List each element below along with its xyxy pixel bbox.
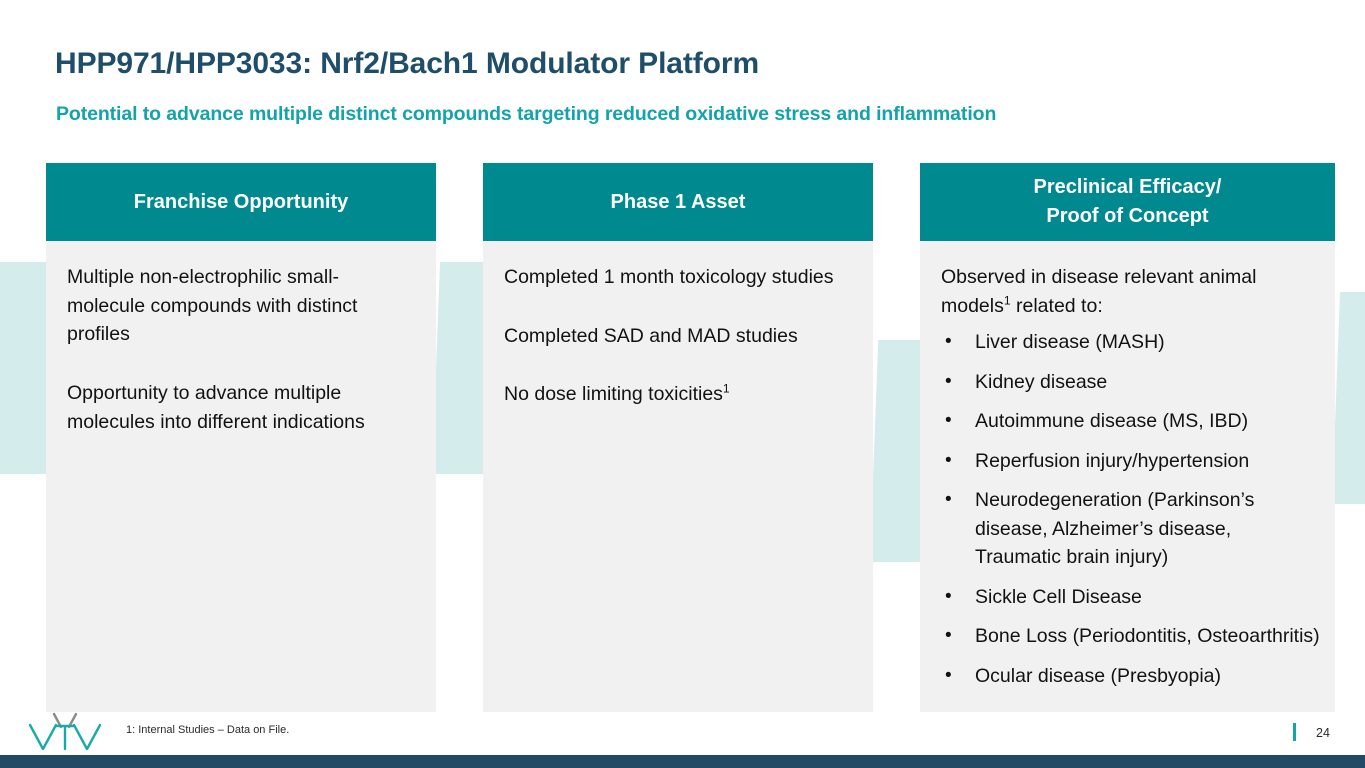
page-number-separator bbox=[1293, 723, 1296, 741]
slide-title: HPP971/HPP3033: Nrf2/Bach1 Modulator Pla… bbox=[55, 47, 760, 80]
intro-paragraph: Observed in disease relevant animal mode… bbox=[941, 263, 1321, 320]
list-item-label: Reperfusion injury/hypertension bbox=[975, 449, 1250, 472]
card-header-franchise-opportunity: Franchise Opportunity bbox=[46, 163, 436, 241]
card-header-phase-1-asset: Phase 1 Asset bbox=[483, 163, 873, 241]
bullet-icon: • bbox=[945, 664, 952, 686]
paragraph: Completed SAD and MAD studies bbox=[504, 324, 798, 347]
intro-text: Observed in disease relevant animal mode… bbox=[941, 266, 1257, 317]
card-header-line-1: Preclinical Efficacy/ bbox=[1033, 176, 1222, 198]
bullet-icon: • bbox=[945, 585, 952, 607]
card-header-line-2: Proof of Concept bbox=[1046, 205, 1209, 227]
vtv-logo-icon bbox=[28, 712, 108, 754]
card-phase-1-asset: Phase 1 Asset Completed 1 month toxicolo… bbox=[483, 163, 873, 712]
list-item: • Ocular disease (Presbyopia) bbox=[941, 662, 1321, 690]
list-item-label: Autoimmune disease (MS, IBD) bbox=[975, 410, 1249, 433]
card-preclinical-efficacy: Preclinical Efficacy/ Proof of Concept O… bbox=[920, 163, 1335, 712]
paragraph: Opportunity to advance multiple molecule… bbox=[67, 381, 365, 433]
list-item: • Neurodegeneration (Parkinson’s disease,… bbox=[941, 486, 1321, 571]
page-number: 24 bbox=[1316, 726, 1330, 740]
footnote-text: 1: Internal Studies – Data on File. bbox=[126, 724, 290, 736]
card-body-phase-1-asset: Completed 1 month toxicology studies Com… bbox=[483, 241, 873, 712]
paragraph: No dose limiting toxicities1 bbox=[504, 380, 852, 409]
list-item-label: Neurodegeneration (Parkinson’s disease, … bbox=[975, 489, 1255, 569]
list-item-label: Liver disease (MASH) bbox=[975, 331, 1165, 354]
bullet-icon: • bbox=[945, 331, 952, 353]
footnote-marker: 1 bbox=[1003, 293, 1011, 308]
card-header-preclinical-efficacy: Preclinical Efficacy/ Proof of Concept bbox=[920, 163, 1335, 241]
list-item-label: Ocular disease (Presbyopia) bbox=[975, 664, 1222, 687]
decorative-wave-right bbox=[1331, 292, 1365, 504]
paragraph: Completed 1 month toxicology studies bbox=[504, 266, 834, 288]
list-item: • Bone Loss (Periodontitis, Osteoarthriti… bbox=[941, 622, 1321, 650]
list-item: • Reperfusion injury/hypertension bbox=[941, 447, 1321, 475]
disease-bullet-list: • Liver disease (MASH) • Kidney disease • A… bbox=[941, 328, 1321, 690]
list-item: • Autoimmune disease (MS, IBD) bbox=[941, 407, 1321, 435]
bullet-icon: • bbox=[945, 370, 952, 392]
paragraph-text: No dose limiting toxicities bbox=[504, 383, 723, 406]
bullet-icon: • bbox=[945, 449, 952, 471]
paragraph: Multiple non-electrophilic small-molecul… bbox=[67, 266, 358, 346]
intro-text-tail: related to: bbox=[1010, 294, 1103, 317]
card-body-preclinical-efficacy: Observed in disease relevant animal mode… bbox=[920, 241, 1335, 712]
bullet-icon: • bbox=[945, 410, 952, 432]
card-franchise-opportunity: Franchise Opportunity Multiple non-elect… bbox=[46, 163, 436, 712]
list-item: • Sickle Cell Disease bbox=[941, 583, 1321, 611]
bullet-icon: • bbox=[945, 625, 952, 647]
footnote-marker: 1 bbox=[722, 381, 730, 396]
card-body-franchise-opportunity: Multiple non-electrophilic small-molecul… bbox=[46, 241, 436, 712]
list-item-label: Kidney disease bbox=[975, 370, 1108, 393]
list-item-label: Bone Loss (Periodontitis, Osteoarthritis… bbox=[975, 625, 1320, 648]
bottom-accent-bar bbox=[0, 755, 1365, 768]
list-item: • Liver disease (MASH) bbox=[941, 328, 1321, 356]
list-item-label: Sickle Cell Disease bbox=[975, 585, 1142, 608]
list-item: • Kidney disease bbox=[941, 368, 1321, 396]
slide-subtitle: Potential to advance multiple distinct c… bbox=[56, 103, 997, 125]
bullet-icon: • bbox=[945, 489, 952, 511]
